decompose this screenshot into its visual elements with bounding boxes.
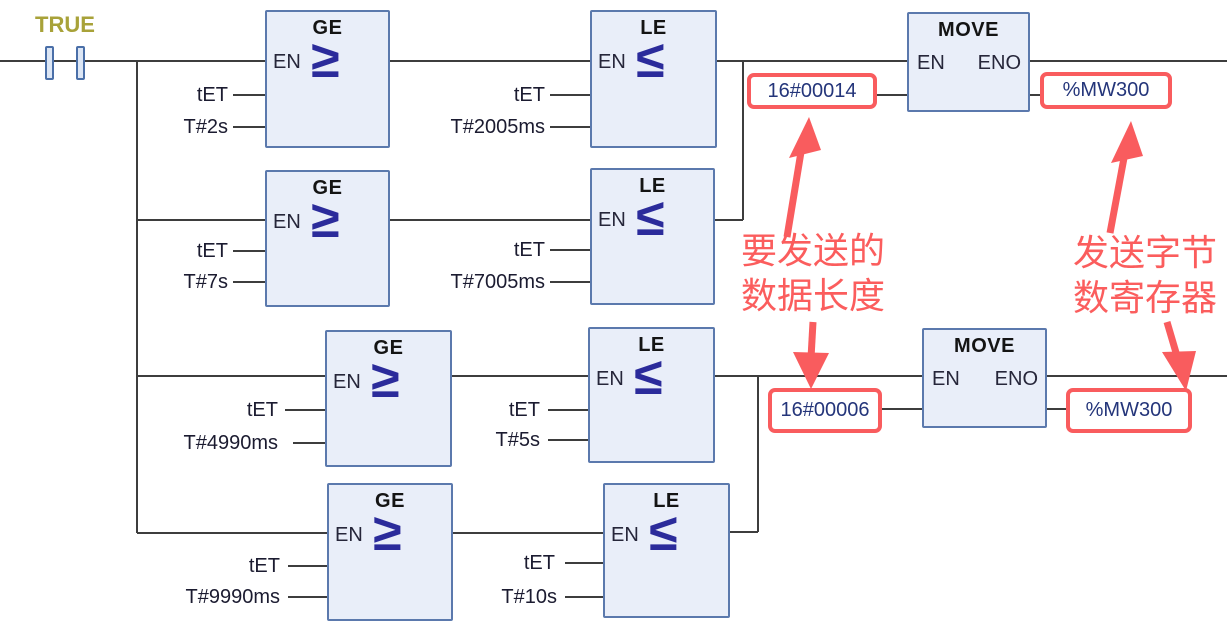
- ge1-input-tET[interactable]: tET: [196, 84, 228, 106]
- le-block-1[interactable]: LE EN ≤: [590, 10, 717, 148]
- en-pin-label: EN: [273, 51, 301, 73]
- ge-symbol-icon: ≥: [311, 31, 340, 89]
- arrow-up-tail-2: [1106, 157, 1128, 234]
- annotation-line: 要发送的: [741, 230, 886, 271]
- block-title: LE: [653, 490, 680, 512]
- move2-input-value[interactable]: 16#00006: [780, 399, 870, 421]
- move-block-2[interactable]: MOVE EN ENO: [922, 328, 1047, 428]
- en-pin-label: EN: [611, 524, 639, 546]
- le-block-4[interactable]: LE EN ≤: [603, 483, 730, 618]
- en-pin-label: EN: [333, 371, 361, 393]
- arrow-up-head-icon: [1111, 121, 1143, 163]
- move1-output-value[interactable]: %MW300: [1062, 79, 1150, 101]
- le2-input-tET[interactable]: tET: [513, 239, 545, 261]
- annotation-highlight-box-length-2: 16#00006: [768, 388, 882, 433]
- le-block-2[interactable]: LE EN ≤: [590, 168, 715, 305]
- le-block-3[interactable]: LE EN ≤: [588, 327, 715, 463]
- annotation-line: 数寄存器: [1073, 277, 1218, 318]
- le2-input-time[interactable]: T#7005ms: [450, 271, 546, 293]
- move1-input-value[interactable]: 16#00014: [767, 79, 857, 102]
- en-pin-label: EN: [598, 51, 626, 73]
- contact-bar-left[interactable]: [45, 46, 54, 80]
- annotation-line: 数据长度: [741, 275, 886, 316]
- move-block-1[interactable]: MOVE EN ENO: [907, 12, 1030, 112]
- move2-output-value[interactable]: %MW300: [1085, 399, 1173, 421]
- block-title: MOVE: [954, 335, 1015, 357]
- ge-block-2[interactable]: GE EN ≥: [265, 170, 390, 307]
- en-pin-label: EN: [917, 52, 945, 74]
- ge3-input-time[interactable]: T#4990ms: [183, 432, 279, 454]
- block-title: GE: [375, 490, 405, 512]
- ge-block-4[interactable]: GE EN ≥: [327, 483, 453, 621]
- ge2-input-time[interactable]: T#7s: [183, 271, 228, 293]
- le4-input-time[interactable]: T#10s: [501, 586, 557, 608]
- arrow-up-tail-1: [783, 151, 805, 238]
- block-title: LE: [639, 175, 666, 197]
- ge-block-1[interactable]: GE EN ≥: [265, 10, 390, 148]
- le-symbol-icon: ≤: [636, 31, 665, 89]
- ge-block-3[interactable]: GE EN ≥: [325, 330, 452, 467]
- le3-input-tET[interactable]: tET: [508, 399, 540, 421]
- block-title: LE: [640, 17, 667, 39]
- annotation-text-data-length: 要发送的 数据长度: [741, 228, 885, 318]
- ge-symbol-icon: ≥: [311, 191, 340, 249]
- arrow-down-tail-2: [1163, 321, 1181, 357]
- block-title: GE: [312, 177, 343, 199]
- annotation-highlight-box-register-1: %MW300: [1040, 72, 1172, 109]
- contact-bar-right[interactable]: [76, 46, 85, 80]
- le-symbol-icon: ≤: [649, 504, 678, 562]
- en-pin-label: EN: [598, 209, 626, 231]
- block-title: GE: [312, 17, 343, 39]
- annotation-line: 发送字节: [1073, 232, 1218, 273]
- le-symbol-icon: ≤: [634, 348, 663, 406]
- le4-input-tET[interactable]: tET: [523, 552, 555, 574]
- block-title: GE: [373, 337, 404, 359]
- annotation-text-byte-register: 发送字节 数寄存器: [1073, 230, 1217, 320]
- le3-input-time[interactable]: T#5s: [495, 429, 540, 451]
- ge2-input-tET[interactable]: tET: [196, 240, 228, 262]
- annotation-highlight-box-register-2: %MW300: [1066, 388, 1192, 433]
- arrow-down-head-icon: [793, 352, 829, 389]
- ge4-input-time[interactable]: T#9990ms: [185, 586, 281, 608]
- block-title: LE: [638, 334, 665, 356]
- wires: [0, 59, 1227, 599]
- en-pin-label: EN: [596, 368, 624, 390]
- eno-pin-label: ENO: [994, 368, 1038, 390]
- arrow-up-head-icon: [789, 117, 821, 158]
- ge4-input-tET[interactable]: tET: [248, 555, 280, 577]
- arrow-down-head-icon: [1162, 351, 1196, 391]
- ge1-input-time[interactable]: T#2s: [183, 116, 228, 138]
- le1-input-time[interactable]: T#2005ms: [450, 116, 546, 138]
- ge-symbol-icon: ≥: [373, 504, 402, 562]
- contact-label[interactable]: TRUE: [35, 12, 95, 37]
- en-pin-label: EN: [335, 524, 363, 546]
- arrow-down-tail-1: [807, 321, 817, 359]
- block-title: MOVE: [938, 19, 999, 41]
- annotation-arrows: [783, 117, 1196, 391]
- annotation-highlight-box-length-1: 16#00014: [747, 73, 877, 109]
- ge3-input-tET[interactable]: tET: [246, 399, 278, 421]
- le-symbol-icon: ≤: [636, 189, 665, 247]
- ge-symbol-icon: ≥: [371, 351, 400, 409]
- le1-input-tET[interactable]: tET: [513, 84, 545, 106]
- en-pin-label: EN: [273, 211, 301, 233]
- eno-pin-label: ENO: [977, 52, 1021, 74]
- en-pin-label: EN: [932, 368, 960, 390]
